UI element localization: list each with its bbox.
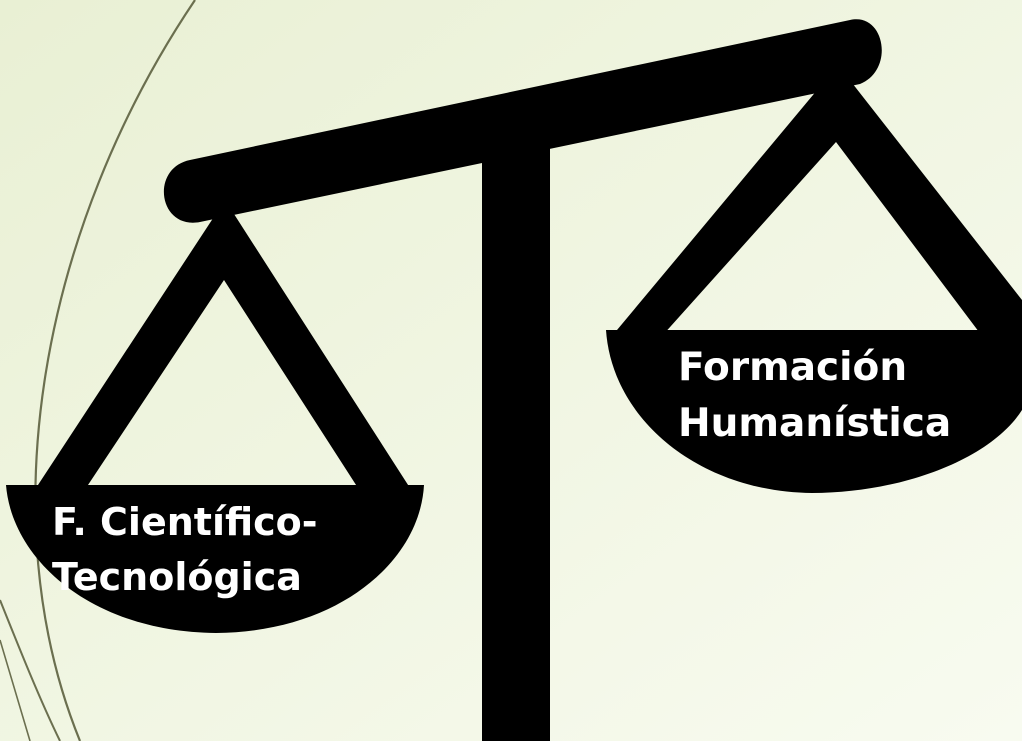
decorative-curve-inner [0, 599, 61, 741]
left-pan-bowl [6, 485, 424, 633]
left-pan-label-line2: Tecnológica [52, 555, 302, 599]
left-pan-label: F. Científico- Tecnológica [52, 500, 318, 599]
right-pan-bowl [606, 330, 1022, 493]
right-pan-label: Formación Humanística [678, 345, 951, 446]
right-pan-label-line2: Humanística [678, 401, 951, 446]
decorative-curve-inner-2 [0, 639, 31, 741]
decorative-curve-outer [34, 0, 196, 741]
left-pan-hanger [36, 200, 410, 488]
balance-scale [6, 19, 1022, 741]
decorative-curves [0, 0, 196, 741]
right-pan-label-line1: Formación [678, 345, 907, 390]
scale-beam [163, 19, 882, 223]
scale-post [482, 122, 550, 741]
left-pan-label-line1: F. Científico- [52, 500, 318, 544]
right-pan-hanger [612, 65, 1022, 336]
